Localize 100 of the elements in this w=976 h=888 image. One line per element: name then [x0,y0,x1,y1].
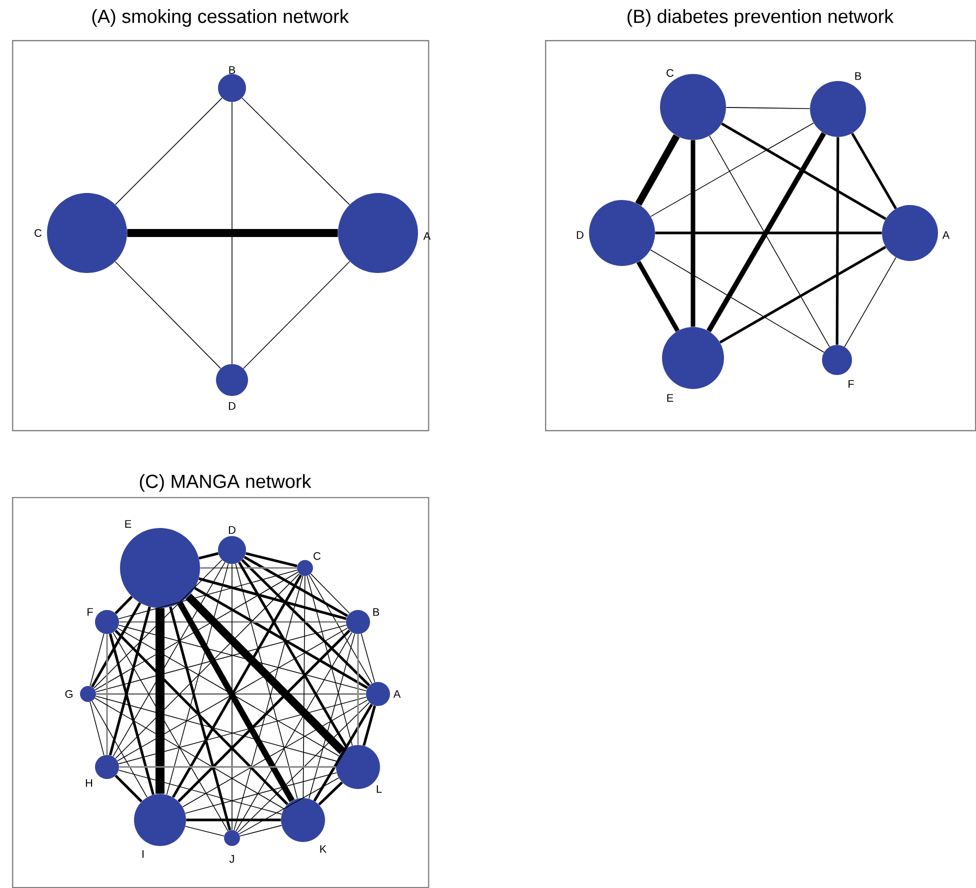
network-edge [115,573,300,759]
network-edge [114,774,142,802]
network-edge [851,132,897,210]
network-edge [112,632,228,832]
network-edge [108,633,154,796]
network-edge [238,777,340,834]
network-edge [844,257,896,348]
node-label: C [34,229,42,237]
network-edge [200,567,297,569]
network-edge [650,249,824,353]
node-label: A [423,232,431,240]
network-edge [302,576,306,798]
network-edge [238,562,348,748]
network-edge [118,770,282,815]
network-edge [198,577,347,620]
node-label: D [576,231,584,239]
node-label: E [125,520,132,528]
network-edge [186,594,346,754]
network-edge [690,140,696,327]
node-label: F [848,380,854,388]
network-edge [118,624,367,692]
network-edge [318,781,343,806]
network-edge [360,633,376,683]
network-edge [127,228,338,237]
network-edge [185,826,224,836]
network-edge [236,632,352,832]
network-edge [177,601,295,802]
network-edge [178,630,350,802]
network-edge [182,700,368,808]
network-edge [90,602,142,688]
node-label: D [228,402,236,410]
node-label: D [228,526,236,534]
network-edge [362,705,376,746]
network-edge [635,134,680,206]
network-edge [96,696,337,762]
network-edge [186,818,281,822]
network-edge [114,630,288,806]
node-label: F [88,608,93,616]
network-edge [93,560,222,689]
network-edge [836,137,840,345]
network-edge [108,606,151,756]
network-edge [313,704,373,802]
node-label: I [142,850,144,858]
network-edge [636,260,680,332]
node-label: B [855,72,862,80]
node-label: L [376,785,382,793]
network-edge [655,232,882,234]
panel-title: (C) MANGA network [140,474,312,492]
network-edge [119,621,346,623]
network-edge [721,122,886,220]
network-edge [172,574,302,798]
node-label: A [942,231,950,239]
node-label: A [393,690,401,698]
network-edge [198,552,219,560]
network-edge [244,556,348,618]
node-label: G [65,690,72,698]
network-edge [308,633,356,799]
node-label: J [229,855,234,863]
network-edge [308,574,372,684]
network-edge [115,98,222,205]
network-edge [94,698,284,810]
node-label: B [229,66,236,74]
node-label: B [373,608,380,616]
panel-title: (B) diabetes prevention network [628,9,894,27]
network-edge [166,563,229,796]
network-edge [112,562,226,757]
network-edge [184,772,337,814]
network-edge [92,700,148,798]
network-edge [114,596,133,614]
network-edge [310,573,350,614]
node-label: E [667,394,674,402]
network-edge [169,606,232,830]
network-edge [237,702,370,833]
network-edge [719,246,886,344]
network-edge [90,702,104,756]
network-edge [118,570,298,620]
network-edge [243,261,350,369]
network-edge [357,634,359,745]
network-edge [240,825,282,836]
network-edge [194,586,368,689]
network-edge [156,608,164,794]
network-edge [235,563,298,799]
network-edge [106,634,108,755]
network-edge [726,107,810,109]
network-edge [241,559,370,686]
network-edge [242,98,350,206]
node-label: C [314,552,321,560]
network-edge [119,766,336,768]
network-edge [234,576,304,830]
node-label: C [666,69,674,77]
network-edge [96,624,347,692]
network-edge [94,572,298,690]
network-edge [90,633,104,686]
node-label: H [86,779,92,787]
network-edge [245,552,298,568]
network-edge [650,122,814,217]
node-label: K [320,845,327,853]
network-edge [118,696,367,764]
network-edge [114,261,222,369]
network-edge [306,576,353,746]
